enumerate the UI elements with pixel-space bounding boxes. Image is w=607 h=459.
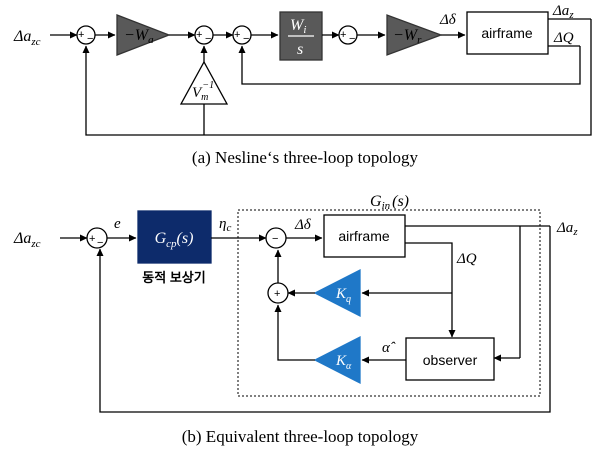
sum-a1-minus: − [87,33,93,45]
gain-wi-den: s [297,41,303,58]
sum-a3-minus: − [243,33,249,45]
compensator-label: G [155,230,167,247]
gain-kalpha-triangle [313,335,361,385]
diagram-b-labels: Δazc e Gcp(s) 동적 보상기 ηc Gin(s) Δδ airfra… [13,193,578,446]
gain-kq-triangle [313,268,361,318]
gain-wr-triangle [386,14,443,56]
gain-wa-triangle [116,14,171,56]
svg-text:Kq: Kq [335,286,351,305]
alpha-hat-label: α̂ [382,340,396,356]
error-label: e [114,216,121,232]
gain-wr-label: −W [393,27,419,44]
compensator-arg: (s) [177,230,194,247]
airframe-label-b: airframe [338,228,390,244]
gain-kalpha-sub: α [346,361,352,372]
observer-block [405,337,495,381]
airframe-label-a: airframe [481,25,533,41]
gain-vm-label: V [192,85,203,101]
gain-kalpha-label: K [335,353,347,369]
svg-text:ηc: ηc [219,216,231,234]
svg-text:Δazc: Δazc [13,28,41,48]
svg-text:Δaz: Δaz [552,3,574,21]
sum-a4-plus: + [340,29,346,41]
output-az-sub-a: z [568,9,574,21]
delta-label-b: Δδ [294,217,312,233]
gin-sub: in [382,200,391,212]
caption-b: (b) Equivalent three-loop topology [182,427,419,446]
compensator-korean-label: 동적 보상기 [142,270,205,285]
svg-text:−Wr: −Wr [393,27,422,46]
gain-wi-sub: i [303,24,306,36]
output-q-b: ΔQ [456,251,477,267]
gain-wa-label: −W [124,27,150,44]
compensator-gcp-block [137,210,212,264]
svg-text:Gin(s): Gin(s) [370,193,409,212]
input-sub-a: zc [30,36,40,48]
sum-a2-minus: − [205,33,211,45]
gain-wa-sub: a [148,34,154,46]
svg-text:Vm−1: Vm−1 [192,80,214,103]
sum-b3-plus: + [274,288,280,300]
gain-wi-label: W [290,17,305,34]
output-az-a: Δa [552,3,569,19]
diagram-b [60,210,551,413]
gin-label: G [370,193,382,210]
gain-vm-sup: −1 [202,80,214,91]
output-az-b: Δa [556,220,573,236]
observer-label: observer [423,352,478,368]
airframe-block-a [466,11,549,55]
sum-a2-plus: + [196,29,202,41]
gain-kq-label: K [335,286,347,302]
sum-b1-minus: − [97,237,103,249]
svg-text:Wi: Wi [290,17,306,36]
compensator-sub: cp [166,238,177,250]
output-q-a: ΔQ [553,30,574,46]
sum-b2-minus: − [272,233,278,245]
input-sub-b: zc [30,238,40,250]
svg-text:Gcp(s): Gcp(s) [155,230,194,250]
svg-text:Δaz: Δaz [556,220,578,238]
diagram-a-labels: Δazc −Wa Wi s −Wr Vm−1 Δδ airframe Δaz Δ… [13,3,574,167]
svg-text:−Wa: −Wa [124,27,154,46]
sum-a3-plus: + [234,29,240,41]
input-label-b: Δa [13,230,31,247]
sum-b1-plus: + [89,233,95,245]
gain-kq-sub: q [346,294,351,305]
sum-a4-minus: − [349,33,355,45]
sum-a1-plus: + [78,29,84,41]
svg-text:Kα: Kα [335,353,352,372]
gin-arg: (s) [392,193,409,210]
caption-a: (a) Nesline‘s three-loop topology [192,148,419,167]
eta-label: η [219,216,226,232]
gain-wr-sub: r [417,34,422,46]
gain-vm-sub: m [201,92,208,103]
diagram-b-sign-labels: + − − + [89,233,280,300]
diagram-a-sign-labels: + − + − + − + − [78,29,355,45]
input-label-a: Δa [13,28,31,45]
airframe-block-b [323,214,406,258]
svg-text:Δazc: Δazc [13,230,41,250]
output-az-sub-b: z [572,226,578,238]
eta-sub: c [226,222,231,234]
delta-label-a: Δδ [439,12,457,28]
